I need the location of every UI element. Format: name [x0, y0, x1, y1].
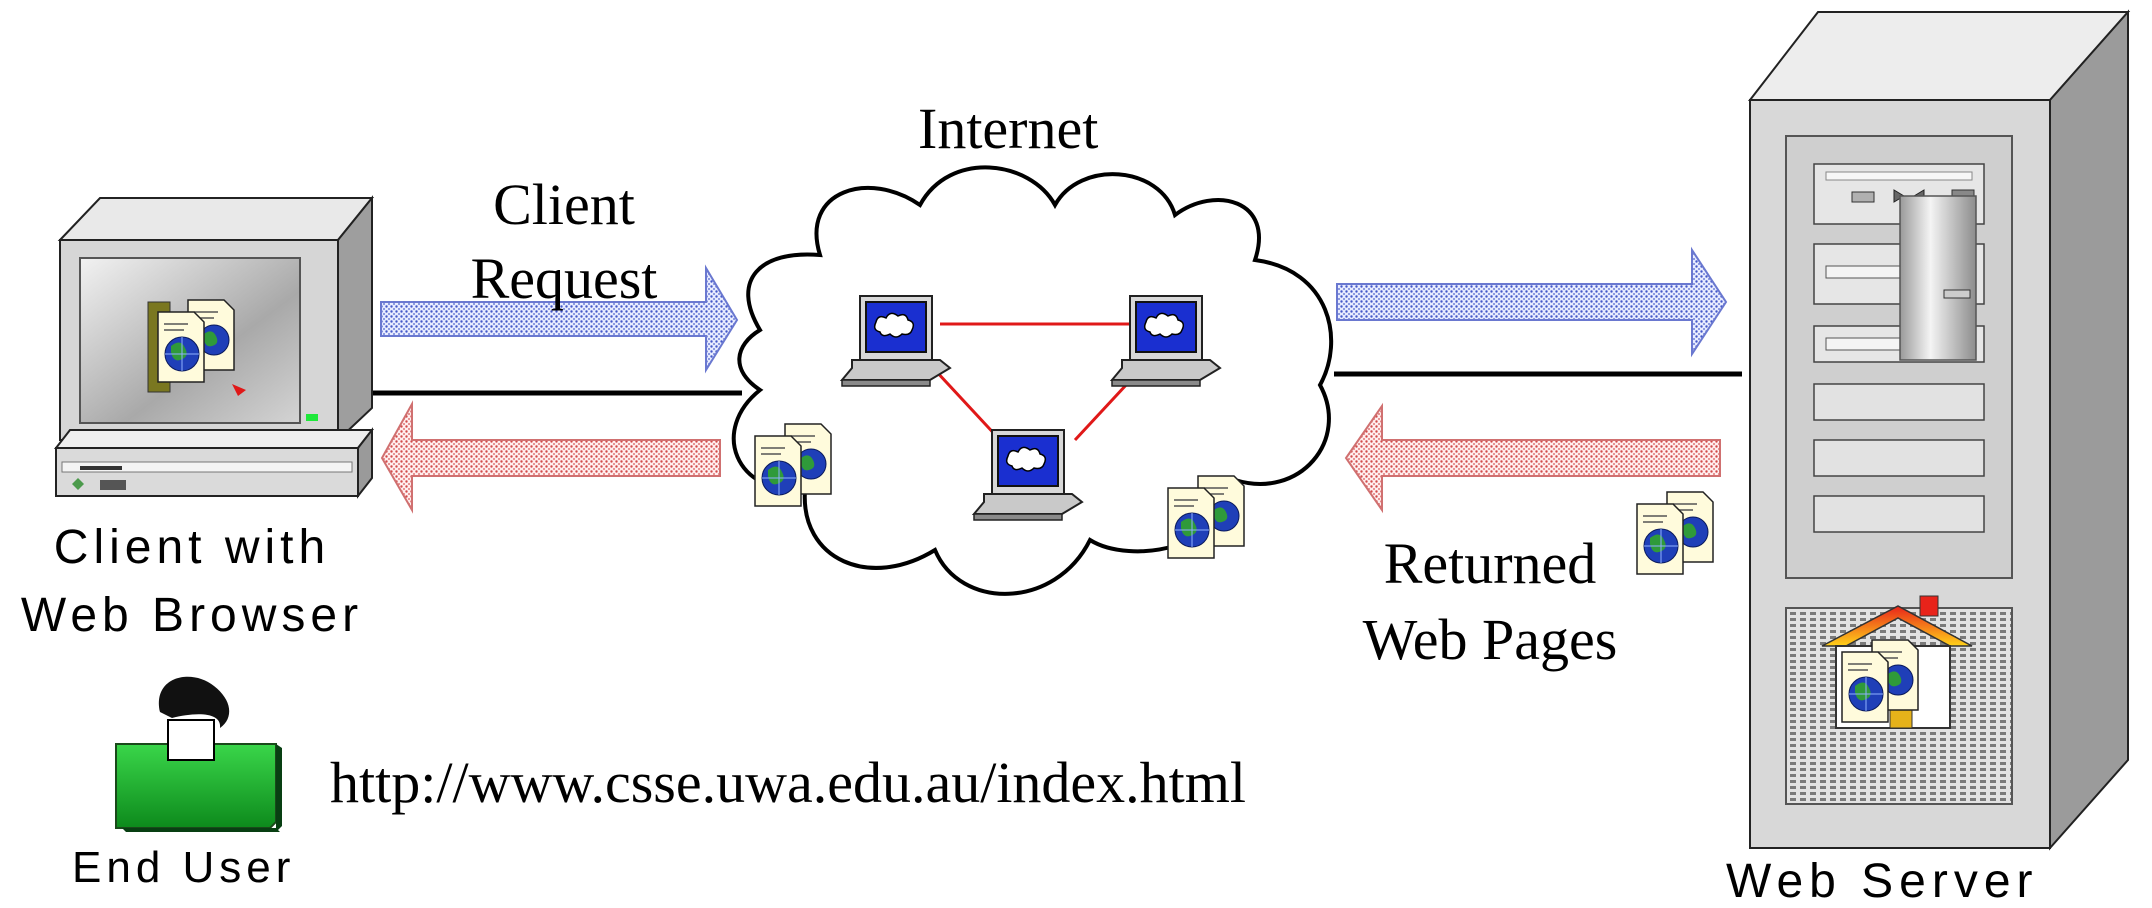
web-page-document-icon [1167, 475, 1245, 559]
web-page-document-icon [1636, 491, 1714, 575]
client-request-label: Client Request [462, 168, 666, 316]
returned-pages-label: Returned Web Pages [1340, 526, 1640, 678]
internet-label: Internet [918, 96, 1099, 161]
internet-cloud [731, 165, 1334, 596]
web-server-icon [1747, 9, 2131, 851]
url-text: http://www.csse.uwa.edu.au/index.html [330, 750, 1247, 815]
returned-pages-line1: Returned [1383, 531, 1597, 596]
client-label-line2: Web Browser [20, 589, 364, 642]
client-request-line2: Request [470, 246, 658, 311]
client-computer-icon [53, 195, 375, 499]
returned-pages-arrow-right [1344, 402, 1721, 514]
client-label-line1: Client with [53, 521, 331, 574]
returned-pages-arrow-left [380, 400, 721, 514]
end-user-label: End User [72, 843, 296, 892]
server-request-arrow [1336, 246, 1728, 358]
web-server-label: Web Server [1726, 855, 2039, 908]
returned-pages-line2: Web Pages [1362, 607, 1618, 672]
client-request-arrow [380, 264, 739, 374]
client-request-line1: Client [493, 172, 635, 237]
client-label: Client with Web Browser [0, 514, 384, 650]
web-page-document-icon [754, 423, 832, 507]
end-user-icon [115, 676, 282, 832]
network-link [933, 368, 1002, 442]
